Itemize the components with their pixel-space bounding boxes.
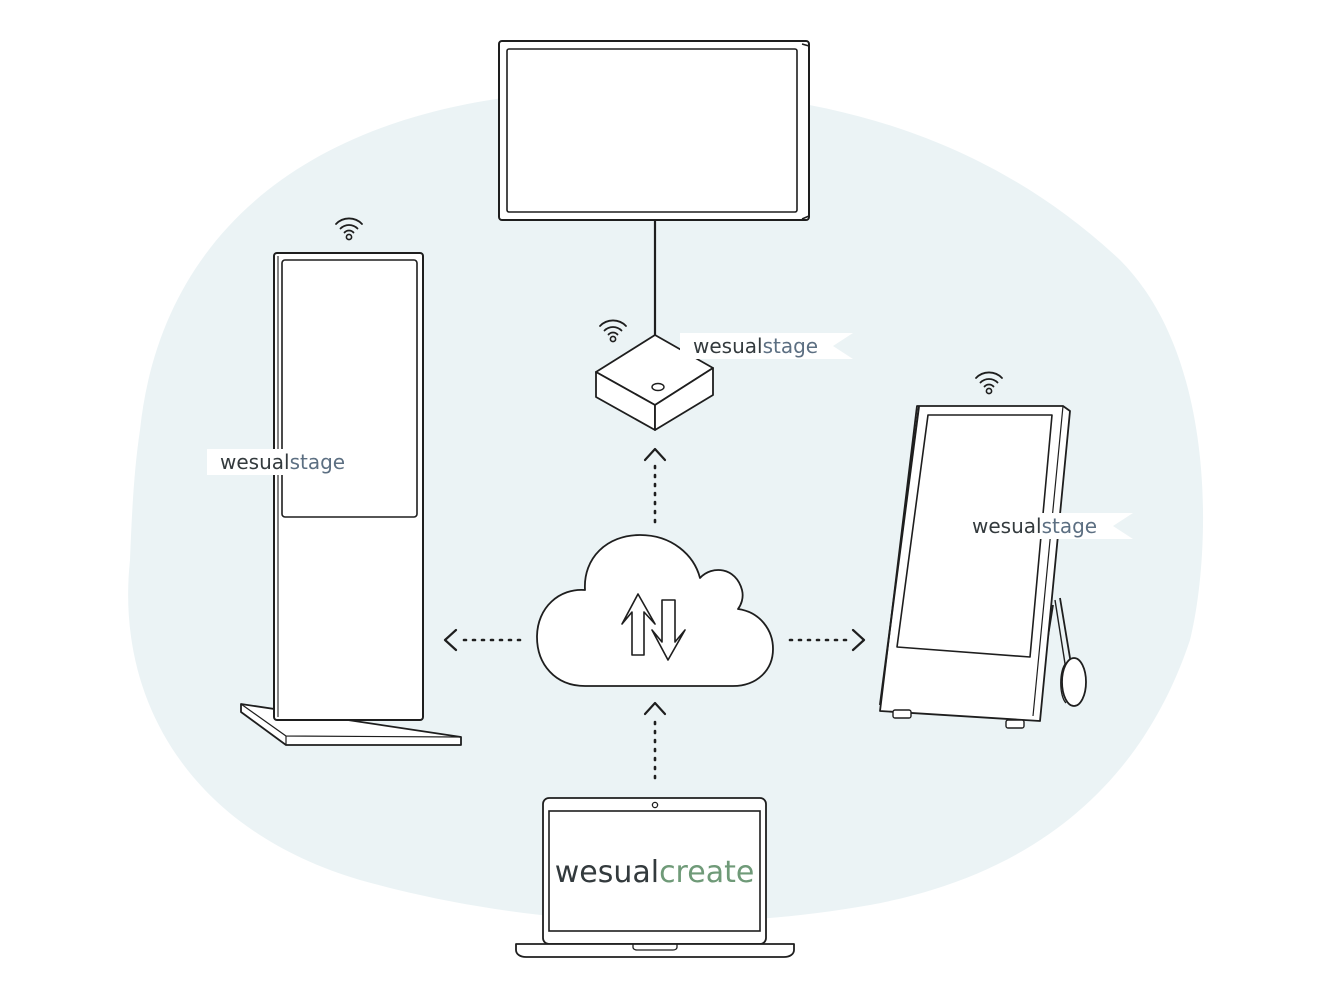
player-led: [651, 382, 665, 392]
connector-up-to-player: [643, 447, 667, 524]
logo-product: create: [659, 855, 754, 890]
svg-text:wesualstage: wesualstage: [220, 450, 345, 474]
arrow-right-icon: [851, 628, 866, 652]
upload-arrow-icon: [621, 593, 656, 656]
connector-laptop-to-cloud: [643, 701, 667, 780]
tag-word: wesual: [972, 514, 1042, 538]
laptop-camera: [651, 801, 659, 809]
laptop-screen-logo: wesualcreate: [555, 855, 755, 890]
arrow-up-icon: [643, 701, 667, 716]
kiosk-stele: [240, 252, 462, 746]
logo-word: wesual: [555, 855, 659, 890]
stand-wheel: [1061, 657, 1087, 707]
connector-right-to-stand: [788, 628, 866, 652]
wall-display: [498, 40, 810, 221]
player-box-tag: wesualstage: [680, 333, 853, 359]
svg-text:wesualstage: wesualstage: [693, 334, 818, 358]
cloud-icon: [536, 534, 774, 687]
tag-word: wesual: [693, 334, 763, 358]
arrow-left-icon: [443, 628, 458, 652]
mobile-display-stand: [879, 405, 1087, 729]
tag-product: stage: [290, 450, 346, 474]
tag-product: stage: [1042, 514, 1098, 538]
svg-text:wesualstage: wesualstage: [972, 514, 1097, 538]
download-arrow-icon: [651, 599, 686, 661]
tag-word: wesual: [220, 450, 290, 474]
arrow-up-icon: [643, 447, 667, 462]
laptop: wesualcreate: [515, 797, 795, 958]
connector-left-to-kiosk: [443, 628, 522, 652]
kiosk-tag: wesualstage: [207, 449, 382, 475]
tag-product: stage: [763, 334, 819, 358]
display-stand-tag: wesualstage: [959, 513, 1133, 539]
